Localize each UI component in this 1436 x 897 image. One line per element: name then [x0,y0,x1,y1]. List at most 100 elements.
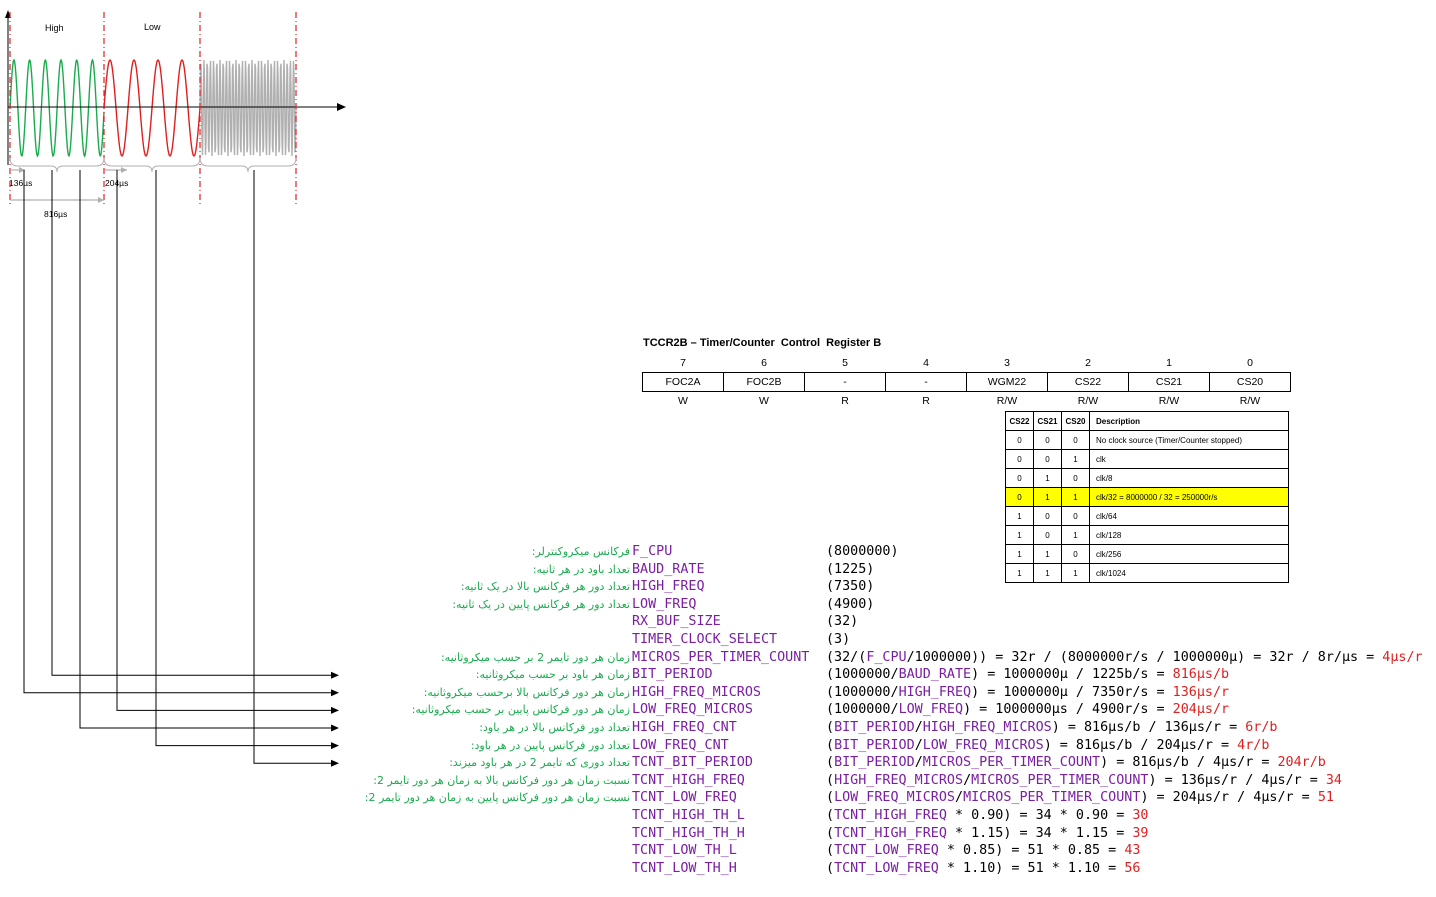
variable-ref: TCNT_HIGH_FREQ [834,808,947,823]
high-bit-brace [9,157,105,173]
define-expression: (HIGH_FREQ_MICROS/MICROS_PER_TIMER_COUNT… [826,772,1342,789]
define-expression: (TCNT_HIGH_FREQ * 1.15) = 34 * 1.15 = 39 [826,825,1149,842]
expression-text: ) = 816µs/b / 136µs/r = [1051,720,1246,735]
connector-line [253,170,332,764]
expression-text: * 0.90) = 34 * 0.90 = [946,808,1133,823]
cs22-header: CS22 [1005,411,1034,431]
low-bit-brace [103,157,201,173]
clock-cell-cs21: 0 [1033,449,1062,469]
clock-cell-desc: clk/1024 [1089,563,1289,583]
define-expression: (32/(F_CPU/1000000)) = 32r / (8000000r/s… [826,649,1423,666]
define-expression: (1000000/LOW_FREQ) = 1000000µs / 4900r/s… [826,701,1229,718]
connector-arrowhead [331,671,339,679]
register-bit-2: 5 [842,357,848,369]
define-expression: (BIT_PERIOD/HIGH_FREQ_MICROS) = 816µs/b … [826,719,1277,736]
define-description: نسبت زمان هر دور فرکانس پایین به زمان هر… [364,791,630,805]
register-bit-3: 4 [923,357,929,369]
guide-lines [5,10,346,205]
define-description: فرکانس میکروکنترلر: [531,545,630,558]
connector-arrowhead [331,689,339,697]
connector-line [155,170,332,747]
clock-cell-cs22: 1 [1005,525,1034,545]
define-name: BIT_PERIOD [632,667,713,683]
define-name: TCNT_HIGH_TH_H [632,825,745,841]
expression-text: ( [826,825,835,841]
clock-cell-desc: clk [1089,449,1289,469]
register-name-2: - [804,372,886,392]
define-description: زمان هر دور تایمر 2 بر حسب میکروثانیه: [440,650,630,664]
variable-ref: LOW_FREQ_MICROS [834,790,955,806]
x-axis-arrow [337,103,346,111]
expression-text: ( [826,860,835,876]
variable-ref: LOW_FREQ_MICROS [922,737,1044,753]
result-value: 4µs/r [1382,649,1423,665]
define-description: نسبت زمان هر دور فرکانس بالا به زمان هر … [373,773,630,787]
clock-cell-desc: No clock source (Timer/Counter stopped) [1089,430,1289,450]
register-access-4: R/W [996,395,1018,407]
connector-arrowhead [331,706,339,714]
connector-arrowhead [331,742,339,750]
clock-cell-cs20: 1 [1061,487,1090,507]
expression-text: (1225) [826,561,875,577]
register-access-1: W [759,395,769,407]
define-expression: (8000000) [826,543,899,560]
variable-ref: BIT_PERIOD [834,720,915,735]
define-name: TCNT_BIT_PERIOD [632,755,753,771]
clock-cell-desc: clk/32 = 8000000 / 32 = 250000r/s [1089,487,1289,507]
expression-text: / [963,772,972,788]
define-expression: (TCNT_LOW_FREQ * 1.10) = 51 * 1.10 = 56 [826,860,1140,877]
t136-arrow-head [19,167,25,173]
result-value: 30 [1132,808,1149,823]
clock-cell-cs21: 1 [1033,544,1062,564]
register-name-4: WGM22 [966,372,1048,392]
clock-cell-cs20: 0 [1061,430,1090,450]
define-name: TCNT_LOW_FREQ [632,790,737,806]
expression-text: (32/( [826,649,867,665]
expression-text: / [955,790,964,806]
expression-text: (8000000) [826,544,899,559]
result-value: 51 [1317,790,1334,806]
define-expression: (32) [826,613,858,630]
clock-cell-cs22: 0 [1005,430,1034,450]
variable-ref: LOW_FREQ [898,702,964,718]
waveforms [9,58,297,158]
clock-cell-desc: clk/64 [1089,506,1289,526]
result-value: 204r/b [1277,755,1326,771]
define-description: تعداد باود در هر ثانیه: [532,562,630,576]
timer-bit-brace [199,157,297,173]
variable-ref: HIGH_FREQ_MICROS [922,720,1052,735]
variable-ref: MICROS_PER_TIMER_COUNT [963,790,1141,806]
register-name-7: CS20 [1209,372,1291,392]
expression-text: ( [826,843,835,859]
high-label: High [45,23,64,33]
define-name: TCNT_LOW_TH_L [632,843,737,859]
description-header: Description [1089,411,1289,431]
register-name-3: - [885,372,967,392]
define-name: LOW_FREQ_MICROS [632,702,753,718]
expression-text: / [914,755,923,771]
variable-ref: BAUD_RATE [898,667,972,683]
cs20-header: CS20 [1061,411,1090,431]
define-name: RX_BUF_SIZE [632,614,721,630]
define-expression: (BIT_PERIOD/MICROS_PER_TIMER_COUNT) = 81… [826,754,1326,771]
expression-text: * 1.10) = 51 * 1.10 = [938,860,1125,876]
register-name-0: FOC2A [642,372,724,392]
expression-text: * 1.15) = 34 * 1.15 = [946,825,1133,841]
define-name: F_CPU [632,544,673,559]
expression-text: ( [826,720,835,735]
t816-arrow-head [98,197,104,203]
connector-arrowhead [331,724,339,732]
clock-cell-cs20: 0 [1061,506,1090,526]
clock-cell-cs22: 0 [1005,487,1034,507]
define-name: TCNT_LOW_TH_H [632,860,737,876]
expression-text: ) = 204µs/r / 4µs/r = [1140,790,1318,806]
define-name: TCNT_HIGH_TH_L [632,808,745,823]
register-title: TCCR2B – Timer/Counter Control Register … [643,337,882,349]
define-name: HIGH_FREQ_CNT [632,720,737,735]
define-expression: (BIT_PERIOD/LOW_FREQ_MICROS) = 816µs/b /… [826,737,1269,754]
